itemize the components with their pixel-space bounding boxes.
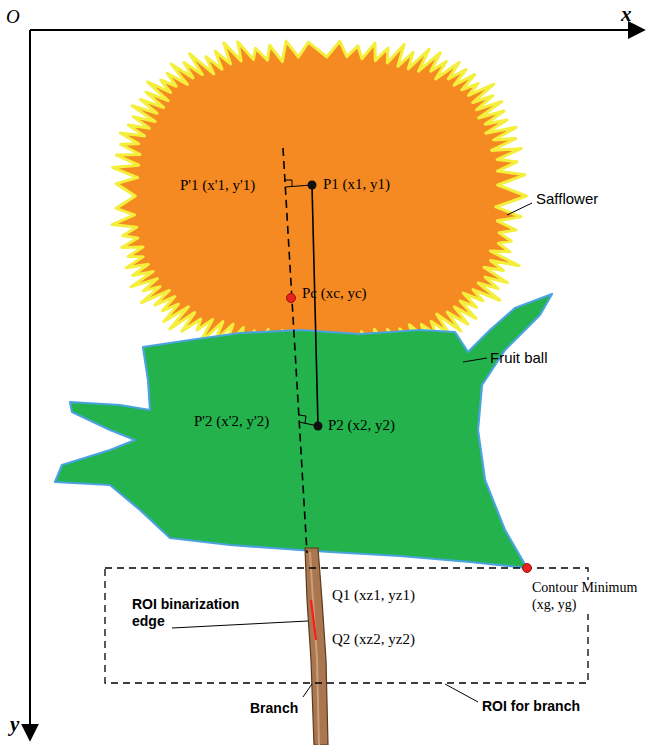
fruit-ball-shape <box>55 294 552 568</box>
point-label: P1 (x1, y1) <box>323 175 390 193</box>
axis-name: y <box>10 712 19 737</box>
contour-minimum-dot <box>523 564 532 573</box>
point-label: Q1 (xz1, yz1) <box>332 586 415 604</box>
fitted-axis-line <box>283 148 307 553</box>
leader-line <box>445 684 478 702</box>
leader-line <box>303 684 312 697</box>
fruit-ball-body <box>55 294 552 568</box>
point-dot <box>314 422 323 431</box>
branch-stem <box>305 548 328 745</box>
y-axis <box>29 30 31 740</box>
part-name: Branch <box>250 700 298 717</box>
point-label: Contour Minimum (xg, yg) <box>530 580 646 614</box>
axis-origin: O <box>6 6 20 29</box>
right-angle-mark <box>299 415 306 423</box>
part-name: ROI for branch <box>482 698 580 715</box>
edge-segment <box>311 600 316 640</box>
p1-p2-line <box>312 185 318 426</box>
point-dot <box>308 181 317 190</box>
leader-line <box>507 203 532 215</box>
leader-line <box>172 621 308 628</box>
safflower-petals <box>112 41 526 354</box>
point-label: Q2 (xz2, yz2) <box>332 630 415 648</box>
leader-line <box>463 358 487 362</box>
safflower-shape <box>112 41 526 354</box>
branch-highlight <box>310 552 319 745</box>
part-name: Safflower <box>536 190 598 208</box>
center-dot <box>287 294 296 303</box>
x-axis <box>30 29 644 31</box>
axis-name: x <box>621 2 632 27</box>
point-label: P'2 (x'2, y'2) <box>194 412 269 430</box>
right-angle-mark <box>285 180 292 187</box>
point-label: P2 (x2, y2) <box>328 416 395 434</box>
point-label: P'1 (x'1, y'1) <box>180 176 255 194</box>
roi-rectangle <box>105 568 588 683</box>
part-name: Fruit ball <box>490 349 548 367</box>
point-label: Pc (xc, yc) <box>302 284 367 302</box>
part-name: ROI binarization edge <box>132 596 257 630</box>
